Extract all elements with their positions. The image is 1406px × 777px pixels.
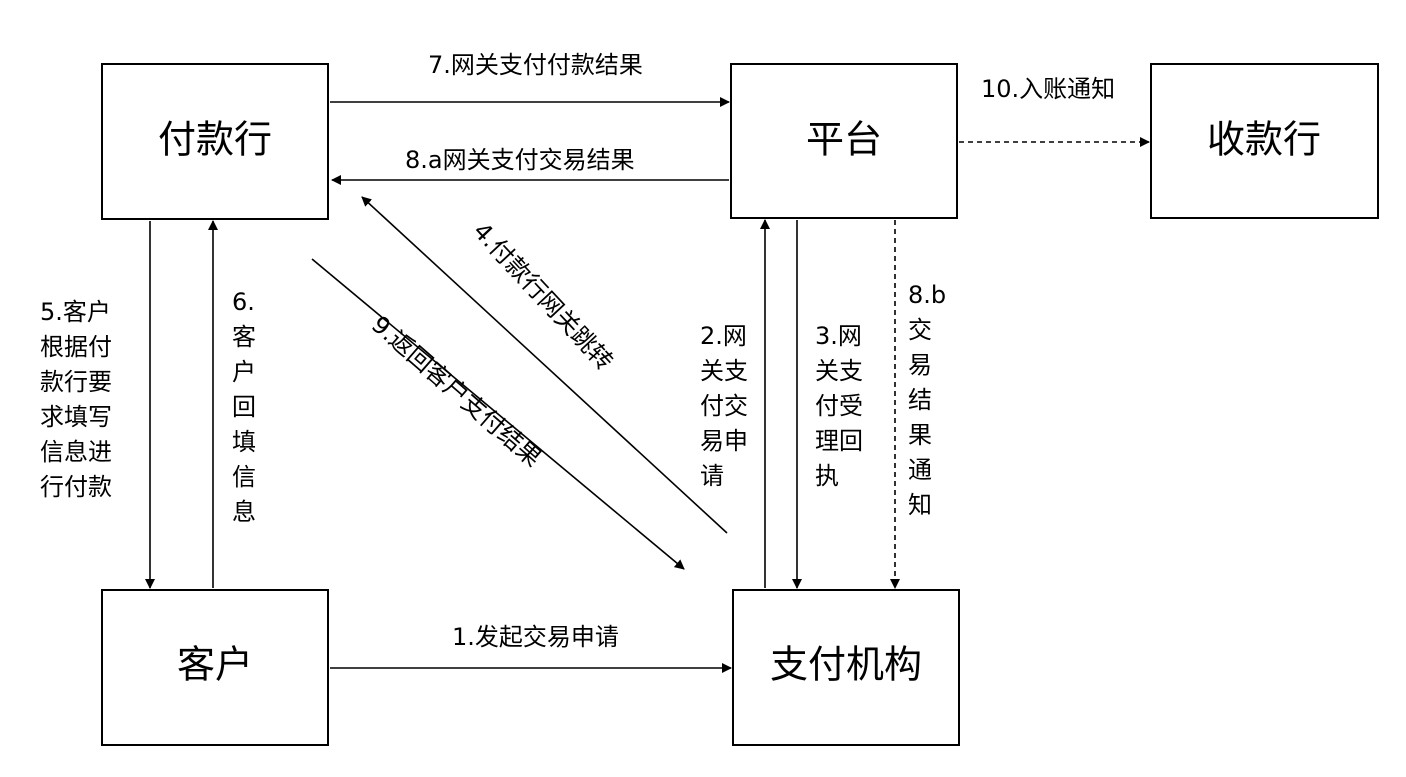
edge-e7-label: 7.网关支付付款结果 — [428, 51, 643, 79]
node-payment-institution-label: 支付机构 — [770, 643, 922, 687]
edge-e8a-label: 8.a网关支付交易结果 — [405, 146, 635, 174]
edge-4-arrow — [361, 196, 728, 534]
node-platform: 平台 — [730, 63, 958, 219]
edge-e10-label: 10.入账通知 — [981, 75, 1115, 103]
node-payee-bank: 收款行 — [1150, 63, 1379, 219]
node-payment-institution: 支付机构 — [732, 589, 960, 746]
node-payer-bank-label: 付款行 — [158, 118, 272, 162]
edge-e4-label: 4.付款行网关跳转 — [468, 217, 619, 376]
edge-e2-label: 2.网关支付交易申请 — [700, 322, 748, 490]
node-payer-bank: 付款行 — [101, 63, 329, 220]
edge-e6-label: 6.客户回填信息 — [232, 288, 256, 526]
edge-e9-label: 9.返回客户支付结果 — [366, 310, 547, 472]
edge-e3-label: 3.网关支付受理回执 — [815, 322, 863, 490]
edge-9-arrow — [311, 258, 685, 570]
node-customer-label: 客户 — [177, 643, 253, 687]
node-customer: 客户 — [101, 589, 329, 746]
edge-e1-label: 1.发起交易申请 — [452, 623, 619, 651]
node-payee-bank-label: 收款行 — [1207, 118, 1321, 162]
edge-e5-label: 5.客户根据付款行要求填写信息进行付款 — [40, 298, 112, 501]
node-platform-label: 平台 — [806, 118, 882, 162]
